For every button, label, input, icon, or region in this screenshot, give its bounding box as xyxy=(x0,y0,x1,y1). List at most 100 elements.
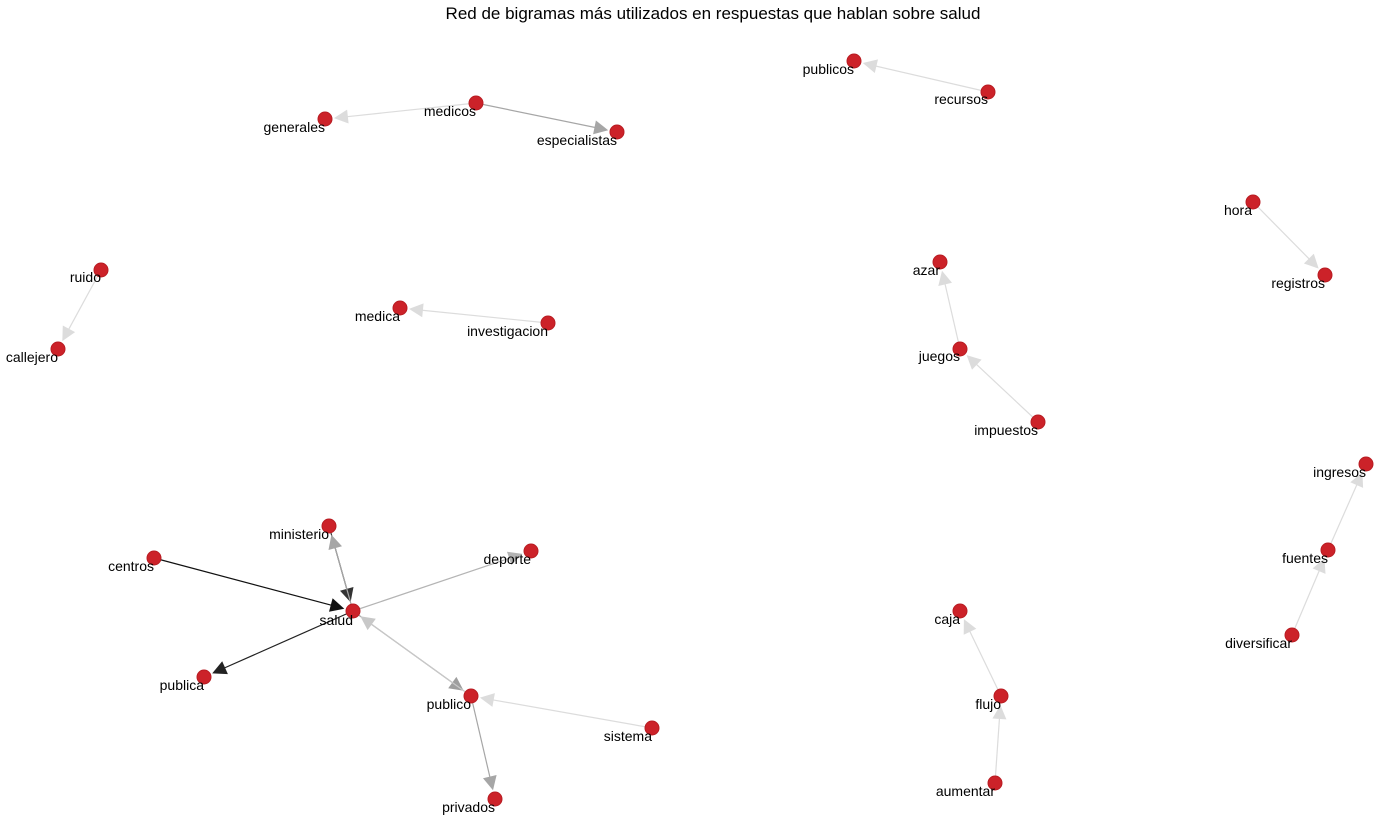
node-azar xyxy=(932,254,948,270)
edge-impuestos-juegos xyxy=(966,355,1039,423)
node-label-especialistas: especialistas xyxy=(537,132,617,148)
edge-salud-publica xyxy=(212,610,354,675)
node-label-ruido: ruido xyxy=(70,269,101,285)
edge-line xyxy=(470,695,491,779)
edge-investigacion-medica xyxy=(409,303,549,324)
edge-line xyxy=(1327,482,1359,551)
arrow-head xyxy=(329,598,345,612)
node-label-aumentar: aumentar xyxy=(936,783,995,799)
node-juegos xyxy=(952,341,968,357)
node-impuestos xyxy=(1030,414,1046,430)
edge-sistema-publico xyxy=(479,693,653,729)
edge-line xyxy=(491,699,653,729)
node-label-publica: publica xyxy=(160,677,205,693)
edge-salud-deporte xyxy=(352,551,523,612)
edge-line xyxy=(475,102,597,129)
edge-line xyxy=(874,65,989,93)
node-ministerio xyxy=(321,518,337,534)
node-label-investigacion: investigacion xyxy=(467,323,548,339)
edge-medicos-generales xyxy=(333,102,477,124)
node-label-recursos: recursos xyxy=(934,91,988,107)
arrow-head xyxy=(938,270,952,286)
node-label-fuentes: fuentes xyxy=(1282,550,1328,566)
edge-line xyxy=(345,102,477,118)
edge-line xyxy=(67,269,102,331)
node-label-ministerio: ministerio xyxy=(269,526,329,542)
node-diversificar xyxy=(1284,627,1300,643)
arrow-head xyxy=(479,693,495,707)
node-sistema xyxy=(644,720,660,736)
node-label-caja: caja xyxy=(934,611,960,627)
arrow-head xyxy=(333,109,349,124)
edge-line xyxy=(968,629,1002,697)
arrow-head xyxy=(862,59,878,73)
node-privados xyxy=(487,791,503,807)
arrow-head xyxy=(483,775,497,791)
edge-publico-privados xyxy=(470,695,497,791)
edge-aumentar-flujo xyxy=(992,705,1007,784)
edge-line xyxy=(994,716,1001,784)
node-centros xyxy=(146,550,162,566)
edge-centros-salud xyxy=(153,557,345,612)
node-label-medica: medica xyxy=(355,308,400,324)
node-label-publico: publico xyxy=(427,696,472,712)
node-hora xyxy=(1245,194,1261,210)
edge-salud-ministerio xyxy=(328,534,354,612)
node-fuentes xyxy=(1320,542,1336,558)
node-caja xyxy=(952,603,968,619)
edge-line xyxy=(944,282,961,350)
node-deporte xyxy=(523,543,539,559)
node-ingresos xyxy=(1358,456,1374,472)
node-label-juegos: juegos xyxy=(918,348,960,364)
arrow-head xyxy=(992,705,1007,720)
node-investigacion xyxy=(540,315,556,331)
node-label-salud: salud xyxy=(320,612,353,628)
edge-recursos-publicos xyxy=(862,59,989,93)
edge-line xyxy=(420,309,549,324)
edge-publico-salud xyxy=(360,616,472,697)
arrow-head xyxy=(360,616,376,631)
node-callejero xyxy=(50,341,66,357)
edge-diversificar-fuentes xyxy=(1291,558,1326,636)
node-registros xyxy=(1317,267,1333,283)
node-recursos xyxy=(980,84,996,100)
edge-line xyxy=(1252,201,1311,261)
edge-line xyxy=(334,546,354,612)
arrow-head xyxy=(966,355,982,370)
node-label-hora: hora xyxy=(1224,202,1252,218)
node-label-sistema: sistema xyxy=(604,728,652,744)
node-label-flujo: flujo xyxy=(975,696,1001,712)
arrow-head xyxy=(1350,472,1364,488)
node-label-registros: registros xyxy=(1271,275,1325,291)
node-publicos xyxy=(846,53,862,69)
labels-layer: publicos recursos medicos generales especial… xyxy=(6,61,1366,815)
edge-line xyxy=(1291,569,1321,636)
node-label-publicos: publicos xyxy=(803,61,854,77)
arrow-head xyxy=(328,534,342,550)
arrow-head xyxy=(62,325,76,342)
edge-line xyxy=(153,557,333,607)
node-publico xyxy=(463,688,479,704)
edge-flujo-caja xyxy=(963,619,1002,697)
node-label-diversificar: diversificar xyxy=(1225,635,1292,651)
node-label-privados: privados xyxy=(442,799,495,815)
node-medica xyxy=(392,300,408,316)
node-especialistas xyxy=(609,124,625,140)
edge-line xyxy=(974,362,1039,423)
node-flujo xyxy=(993,688,1009,704)
node-label-azar: azar xyxy=(913,262,941,278)
edge-fuentes-ingresos xyxy=(1327,472,1364,551)
node-label-deporte: deporte xyxy=(484,551,532,567)
arrow-head xyxy=(593,120,609,135)
arrow-head xyxy=(340,587,354,603)
arrow-head xyxy=(212,661,228,675)
node-generales xyxy=(317,111,333,127)
node-label-medicos: medicos xyxy=(424,103,476,119)
node-label-generales: generales xyxy=(264,119,326,135)
arrow-head xyxy=(507,551,523,565)
edge-juegos-azar xyxy=(938,270,961,350)
node-label-impuestos: impuestos xyxy=(974,422,1038,438)
node-aumentar xyxy=(987,775,1003,791)
nodes-layer xyxy=(50,53,1374,807)
